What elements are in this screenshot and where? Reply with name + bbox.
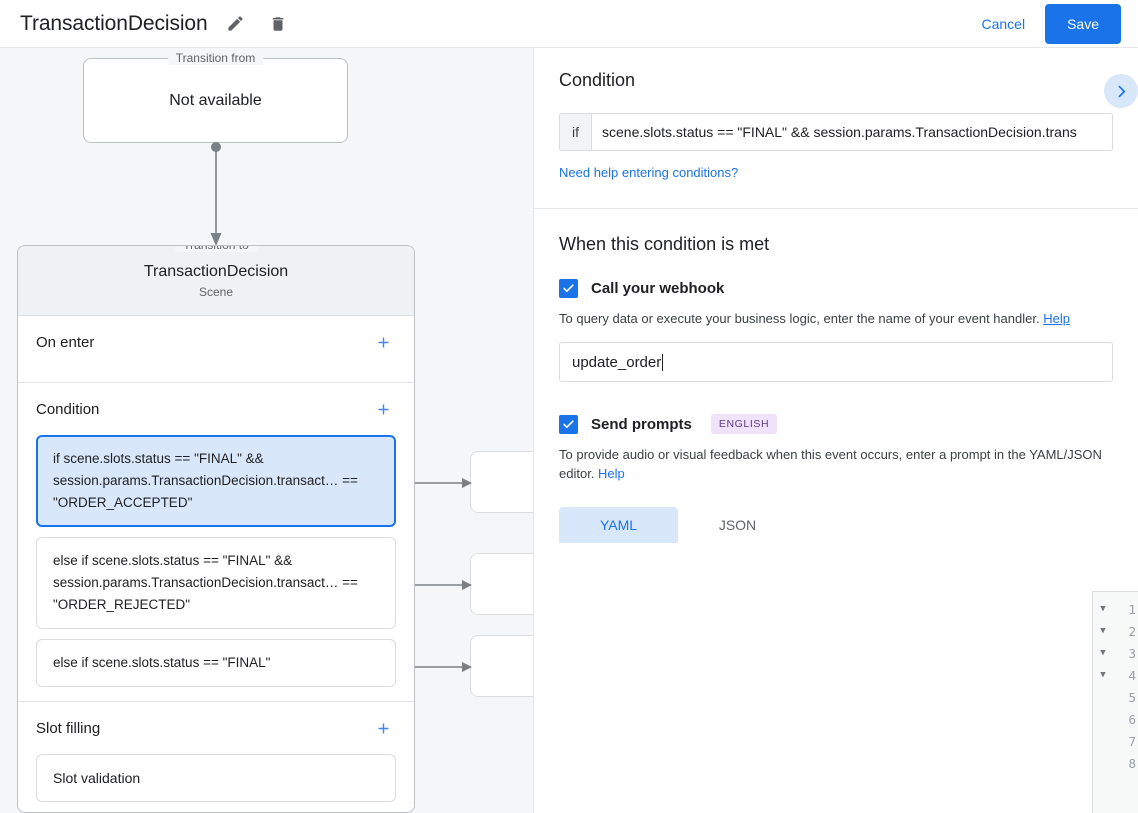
fold-arrow-icon[interactable]: ▼ bbox=[1100, 670, 1106, 680]
text-caret bbox=[662, 353, 664, 371]
section-title-slot-filling: Slot filling bbox=[36, 719, 101, 737]
yaml-editor[interactable]: ▼1 ▼2 ▼3 ▼4 ▼5 ▼6 ▼7 ▼8 candidates: - fi… bbox=[1092, 591, 1138, 813]
page-title: TransactionDecision bbox=[20, 11, 208, 35]
prompts-description-text: To provide audio or visual feedback when… bbox=[559, 447, 1102, 481]
gutter-line: ▼1 bbox=[1093, 598, 1138, 620]
section-header-condition: Condition bbox=[36, 383, 396, 435]
target-node-stub-1[interactable] bbox=[470, 451, 533, 513]
condition-card-3[interactable]: else if scene.slots.status == "FINAL" bbox=[36, 639, 396, 687]
section-title-condition: Condition bbox=[36, 400, 100, 418]
webhook-handler-value: update_order bbox=[572, 353, 662, 371]
scene-header: TransactionDecision Scene bbox=[18, 246, 414, 316]
condition-card-1[interactable]: if scene.slots.status == "FINAL" && sess… bbox=[36, 435, 396, 527]
language-badge: ENGLISH bbox=[710, 414, 778, 434]
panel-condition-title: Condition bbox=[559, 70, 636, 90]
details-panel: Condition if scene.slots.status == "FINA… bbox=[533, 48, 1138, 813]
panel-condition-section: Condition if scene.slots.status == "FINA… bbox=[534, 48, 1138, 209]
prompts-help-link[interactable]: Help bbox=[598, 466, 625, 481]
save-button[interactable]: Save bbox=[1045, 3, 1121, 44]
trash-icon[interactable] bbox=[264, 10, 292, 38]
add-slot-filling-button[interactable] bbox=[370, 715, 396, 741]
prompts-description: To provide audio or visual feedback when… bbox=[559, 445, 1113, 483]
editor-gutter: ▼1 ▼2 ▼3 ▼4 ▼5 ▼6 ▼7 ▼8 bbox=[1093, 592, 1138, 813]
slot-validation-card[interactable]: Slot validation bbox=[36, 754, 396, 802]
line-number: 4 bbox=[1128, 667, 1136, 683]
conditions-help-link[interactable]: Need help entering conditions? bbox=[559, 165, 739, 180]
canvas-plane: Transition from Not available bbox=[0, 48, 533, 813]
webhook-row: Call your webhook bbox=[559, 279, 1113, 298]
tab-json[interactable]: JSON bbox=[718, 517, 757, 533]
condition-expression-input[interactable]: scene.slots.status == "FINAL" && session… bbox=[591, 113, 1113, 151]
scene-title: TransactionDecision bbox=[143, 263, 289, 280]
line-number: 2 bbox=[1128, 623, 1136, 639]
gutter-line: ▼2 bbox=[1093, 620, 1138, 642]
line-number: 6 bbox=[1128, 711, 1136, 727]
section-on-enter: On enter bbox=[18, 316, 414, 383]
transition-from-node[interactable]: Transition from Not available bbox=[83, 51, 348, 143]
target-node-stub-3[interactable] bbox=[470, 635, 533, 697]
section-slot-filling: Slot filling Slot validation bbox=[18, 702, 414, 812]
add-condition-button[interactable] bbox=[370, 396, 396, 422]
line-number: 5 bbox=[1128, 689, 1136, 705]
section-header-slot-filling: Slot filling bbox=[36, 702, 396, 754]
fold-arrow-icon[interactable]: ▼ bbox=[1100, 604, 1106, 614]
webhook-description-text: To query data or execute your business l… bbox=[559, 311, 1040, 326]
line-number: 3 bbox=[1128, 645, 1136, 661]
section-condition: Condition if scene.slots.status == "FINA… bbox=[18, 383, 414, 702]
gutter-line: ▼3 bbox=[1093, 642, 1138, 664]
line-number: 1 bbox=[1128, 601, 1136, 617]
target-node-stub-2[interactable] bbox=[470, 553, 533, 615]
prompts-row: Send prompts ENGLISH bbox=[559, 414, 1113, 434]
webhook-help-link[interactable]: Help bbox=[1043, 311, 1070, 326]
transition-from-legend: Transition from bbox=[167, 51, 264, 65]
if-label: if bbox=[559, 113, 591, 151]
fold-arrow-icon[interactable]: ▼ bbox=[1100, 626, 1106, 636]
when-met-title: When this condition is met bbox=[559, 234, 770, 254]
send-prompts-checkbox[interactable] bbox=[559, 414, 578, 434]
call-webhook-checkbox[interactable] bbox=[559, 279, 578, 298]
send-prompts-label: Send prompts bbox=[591, 415, 692, 433]
tab-yaml[interactable]: YAML bbox=[559, 507, 678, 543]
transition-to-legend: Transition to bbox=[175, 246, 257, 252]
pencil-icon[interactable] bbox=[222, 10, 250, 38]
condition-if-row: if scene.slots.status == "FINAL" && sess… bbox=[559, 113, 1113, 151]
flow-connector-arrow bbox=[210, 142, 222, 246]
chevron-right-icon[interactable] bbox=[1104, 74, 1138, 108]
gutter-line: ▼5 bbox=[1093, 686, 1138, 708]
line-number: 8 bbox=[1128, 755, 1136, 771]
line-number: 7 bbox=[1128, 733, 1136, 749]
fold-arrow-icon[interactable]: ▼ bbox=[1100, 648, 1106, 658]
webhook-handler-input[interactable]: update_order bbox=[559, 342, 1113, 382]
call-webhook-label: Call your webhook bbox=[591, 280, 725, 297]
transition-from-value: Not available bbox=[169, 91, 262, 109]
editor-format-tabs: YAML JSON bbox=[559, 507, 1113, 543]
scene-subtitle: Scene bbox=[198, 285, 234, 299]
section-header-on-enter: On enter bbox=[36, 316, 396, 368]
webhook-description: To query data or execute your business l… bbox=[559, 309, 1113, 328]
transition-to-node[interactable]: Transition to TransactionDecision Scene … bbox=[17, 245, 415, 813]
panel-when-met-section: When this condition is met Call your web… bbox=[534, 209, 1138, 543]
gutter-line: ▼6 bbox=[1093, 708, 1138, 730]
fold-placeholder: ▼ bbox=[1093, 736, 1113, 746]
add-on-enter-button[interactable] bbox=[370, 329, 396, 355]
gutter-line: ▼7 bbox=[1093, 730, 1138, 752]
section-title-on-enter: On enter bbox=[36, 333, 95, 351]
top-bar: TransactionDecision Cancel Save bbox=[0, 0, 1138, 48]
gutter-line: ▼8 bbox=[1093, 752, 1138, 774]
flow-canvas[interactable]: Transition from Not available bbox=[0, 48, 533, 813]
fold-placeholder: ▼ bbox=[1093, 692, 1113, 702]
cancel-button[interactable]: Cancel bbox=[971, 8, 1035, 40]
fold-placeholder: ▼ bbox=[1093, 758, 1113, 768]
fold-placeholder: ▼ bbox=[1093, 714, 1113, 724]
condition-card-2[interactable]: else if scene.slots.status == "FINAL" &&… bbox=[36, 537, 396, 629]
gutter-line: ▼4 bbox=[1093, 664, 1138, 686]
